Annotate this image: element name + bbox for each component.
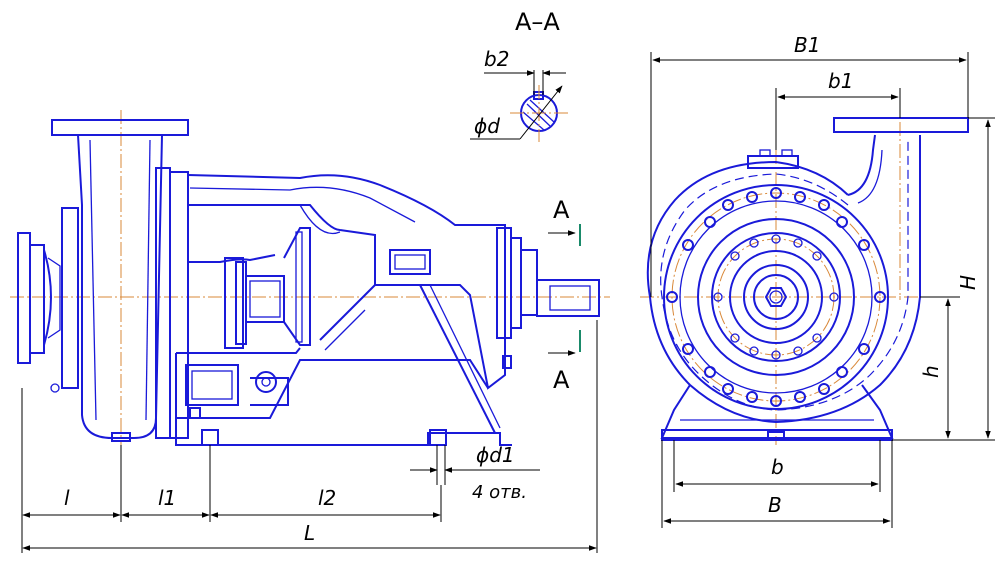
d1-label: ϕd1: [476, 443, 515, 467]
d-label: ϕd: [474, 114, 500, 138]
H-label: H: [956, 275, 980, 290]
b1-label: b1: [828, 69, 853, 93]
section-mark-top: A: [553, 196, 570, 224]
pump-side-view: A A ϕd1 4 отв. l l1 l2 L: [10, 110, 610, 553]
holes-label: 4 отв.: [472, 482, 527, 503]
section-mark-bottom: A: [553, 366, 570, 394]
inner-bolts: [713, 234, 839, 360]
B-label: B: [768, 493, 782, 517]
l1-label: l1: [158, 486, 176, 510]
pump-front-view: B1 b1 H h b B: [640, 33, 995, 528]
outer-bolts: [666, 187, 886, 407]
L-label: L: [304, 521, 315, 545]
b-label: b: [771, 455, 784, 479]
l2-label: l2: [318, 486, 336, 510]
h-label: h: [919, 365, 943, 378]
section-title: A–A: [515, 8, 560, 36]
l-label: l: [64, 486, 70, 510]
B1-label: B1: [794, 33, 820, 57]
section-a-a-view: A–A b2 ϕd: [470, 8, 568, 142]
b2-label: b2: [484, 47, 509, 71]
